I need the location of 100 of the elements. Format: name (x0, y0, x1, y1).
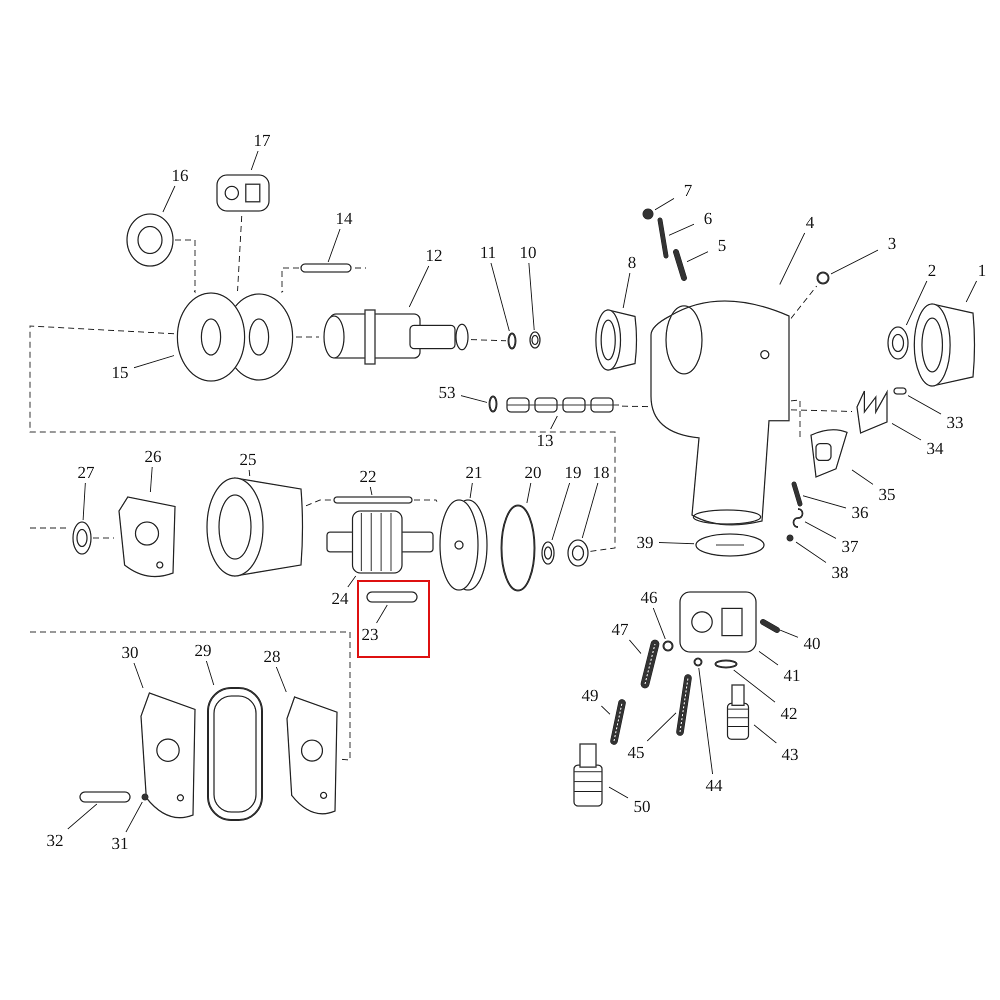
leader-line (328, 228, 341, 262)
callout-number: 44 (701, 775, 727, 795)
callout-number: 11 (475, 242, 501, 262)
callout-number: 37 (837, 536, 863, 556)
leader-line (550, 416, 558, 430)
leader-line (698, 668, 714, 774)
o-ring-drawing (816, 271, 830, 285)
leader-line (376, 604, 388, 624)
pin-drawing (893, 387, 907, 395)
disc-drawing (695, 532, 765, 558)
leader-line (628, 640, 642, 654)
callout-number: 46 (636, 587, 662, 607)
callout-number: 6 (695, 208, 721, 228)
leader-line (804, 521, 836, 539)
callout-number: 8 (619, 252, 645, 272)
cap-drawing (913, 303, 977, 387)
leader-line (67, 804, 98, 830)
callout-number: 27 (73, 462, 99, 482)
gasket-drawing (206, 686, 264, 822)
rotor-drawing (325, 509, 435, 575)
pin-drawing (79, 791, 131, 803)
leader-line (906, 280, 928, 326)
dashed-guide-line (30, 632, 350, 761)
callout-number: 38 (827, 562, 853, 582)
leader-line (780, 630, 798, 638)
pin-drawing (333, 496, 413, 504)
callout-number: 32 (42, 830, 68, 850)
dashed-guide-line (790, 409, 852, 412)
leader-line (248, 470, 250, 476)
callout-number: 28 (259, 646, 285, 666)
leader-line (526, 482, 532, 504)
leader-line (125, 802, 143, 832)
o-ring-drawing (507, 332, 517, 350)
leader-line (668, 224, 694, 236)
leader-line (908, 395, 942, 415)
pin-drawing (300, 263, 352, 273)
callout-number: 17 (249, 130, 275, 150)
leader-line (582, 482, 598, 538)
leader-line (779, 232, 806, 285)
callout-number: 39 (632, 532, 658, 552)
leader-line (802, 495, 846, 508)
leader-line (608, 786, 628, 798)
callout-number: 43 (777, 744, 803, 764)
leader-line (552, 482, 570, 540)
leader-line (276, 666, 287, 692)
pin-drawing (642, 641, 658, 687)
leader-line (408, 266, 430, 308)
callout-number: 4 (797, 212, 823, 232)
callout-number: 47 (607, 619, 633, 639)
callout-number: 13 (532, 430, 558, 450)
washer-drawing (887, 326, 909, 360)
leader-line (370, 486, 372, 496)
callout-number: 41 (779, 665, 805, 685)
leader-line (892, 422, 922, 440)
o-ring-drawing (714, 659, 738, 669)
leader-line (646, 712, 676, 742)
callout-number: 22 (355, 466, 381, 486)
callout-number: 5 (709, 235, 735, 255)
leader-line (470, 482, 473, 498)
leader-line (206, 660, 214, 686)
callout-number: 18 (588, 462, 614, 482)
leader-line (686, 251, 708, 262)
leader-line (852, 469, 874, 485)
highlight-box (357, 580, 430, 658)
washer-drawing (567, 539, 589, 567)
callout-number: 20 (520, 462, 546, 482)
leader-line (490, 262, 510, 332)
leader-line (658, 542, 694, 544)
o-ring-drawing (488, 395, 498, 413)
callout-number: 12 (421, 245, 447, 265)
dashed-guide-line (790, 286, 818, 319)
leader-line (528, 262, 535, 330)
callout-number: 1 (969, 260, 995, 280)
o-ring-drawing (693, 657, 703, 667)
ball-drawing (141, 793, 149, 801)
callout-number: 16 (167, 165, 193, 185)
dashed-guide-line (306, 500, 332, 506)
valve-drawing (505, 395, 621, 415)
callout-number: 25 (235, 449, 261, 469)
callout-number: 33 (942, 412, 968, 432)
cylinder-drawing (595, 309, 639, 371)
dashed-guide-line (414, 500, 438, 502)
dashed-guide-line (622, 406, 650, 408)
callout-number: 14 (331, 208, 357, 228)
leader-line (758, 650, 778, 666)
leader-line (796, 542, 826, 563)
pin-drawing (677, 675, 691, 735)
leader-line (600, 706, 610, 715)
leader-line (460, 395, 488, 403)
callout-number: 34 (922, 438, 948, 458)
pin-drawing (761, 620, 779, 632)
callout-number: 40 (799, 633, 825, 653)
callout-number: 10 (515, 242, 541, 262)
callout-number: 3 (879, 233, 905, 253)
o-ring-drawing (662, 640, 674, 652)
callout-number: 31 (107, 833, 133, 853)
callout-number: 42 (776, 703, 802, 723)
blade-drawing (366, 590, 418, 604)
leader-line (652, 608, 666, 640)
callout-number: 35 (874, 484, 900, 504)
